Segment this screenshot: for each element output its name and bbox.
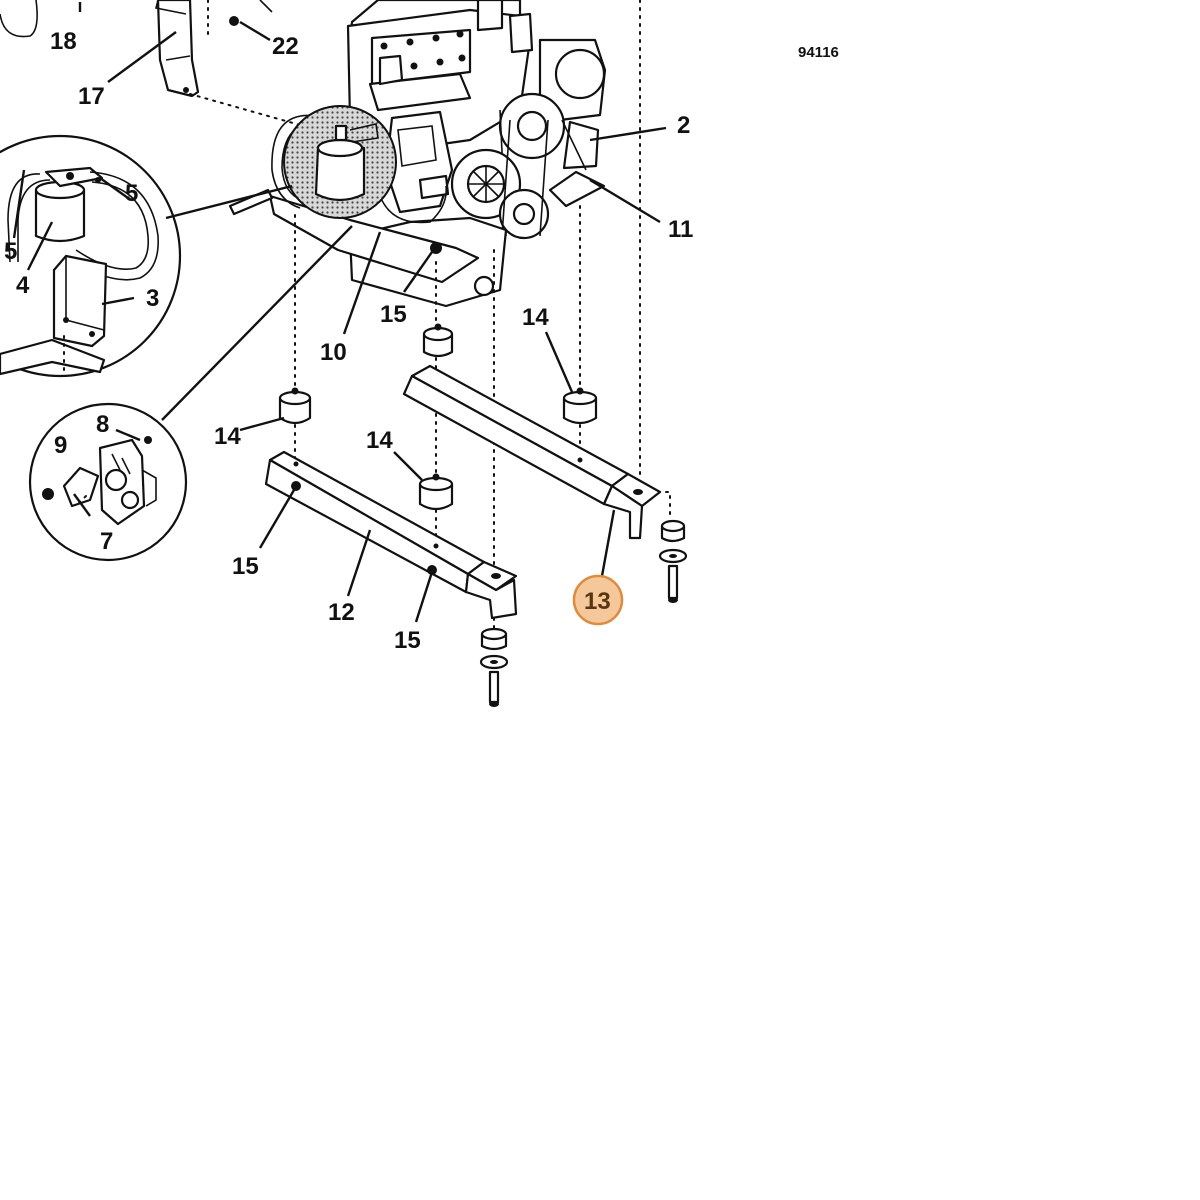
bracket-part-17	[0, 0, 301, 126]
detail-view-fuel-filter	[0, 134, 293, 378]
callout-label: 18	[50, 28, 77, 55]
callout-label: 5	[125, 180, 138, 207]
frame-rail-part-12	[264, 450, 518, 620]
bolt-part-22	[229, 0, 273, 26]
callout-label: 11	[668, 216, 693, 243]
callout-label: 7	[100, 528, 113, 555]
callout-label: 15	[394, 627, 421, 654]
callout-label: 14	[366, 427, 393, 454]
callout-labels: 18 22 17 2 11 5 5 4 3 15 10 14 8 9 7 14 …	[4, 28, 693, 654]
frame-rail-part-13	[402, 364, 662, 540]
callout-label: 15	[380, 301, 407, 328]
callout-label: 3	[146, 285, 159, 312]
highlight-marker	[572, 574, 624, 626]
engine-assembly	[228, 0, 607, 308]
callout-label: 10	[320, 339, 347, 366]
detail-view-shutoff	[28, 225, 353, 562]
rubber-mount-upper	[422, 323, 454, 358]
callout-label: 14	[214, 423, 241, 450]
callout-label: 5	[4, 238, 17, 265]
bolt-stack-right	[658, 519, 688, 603]
rubber-mount-14-left	[278, 387, 312, 425]
callout-label: 2	[677, 112, 690, 139]
callout-label: 22	[272, 33, 299, 60]
leader-lines	[12, 2, 667, 623]
callout-label: 9	[54, 432, 67, 459]
callout-label: 17	[78, 83, 105, 110]
diagram-reference-number: 94116	[798, 44, 839, 61]
callout-label: 4	[16, 272, 30, 299]
callout-label: 8	[96, 411, 109, 438]
callout-label: 12	[328, 599, 355, 626]
callout-label-highlighted: 13	[584, 588, 611, 615]
callout-label: 14	[522, 304, 549, 331]
rubber-mount-14-middle	[418, 473, 454, 511]
callout-label: 15	[232, 553, 259, 580]
rubber-mount-14-right	[562, 387, 598, 425]
bolt-stack-left	[479, 627, 509, 707]
